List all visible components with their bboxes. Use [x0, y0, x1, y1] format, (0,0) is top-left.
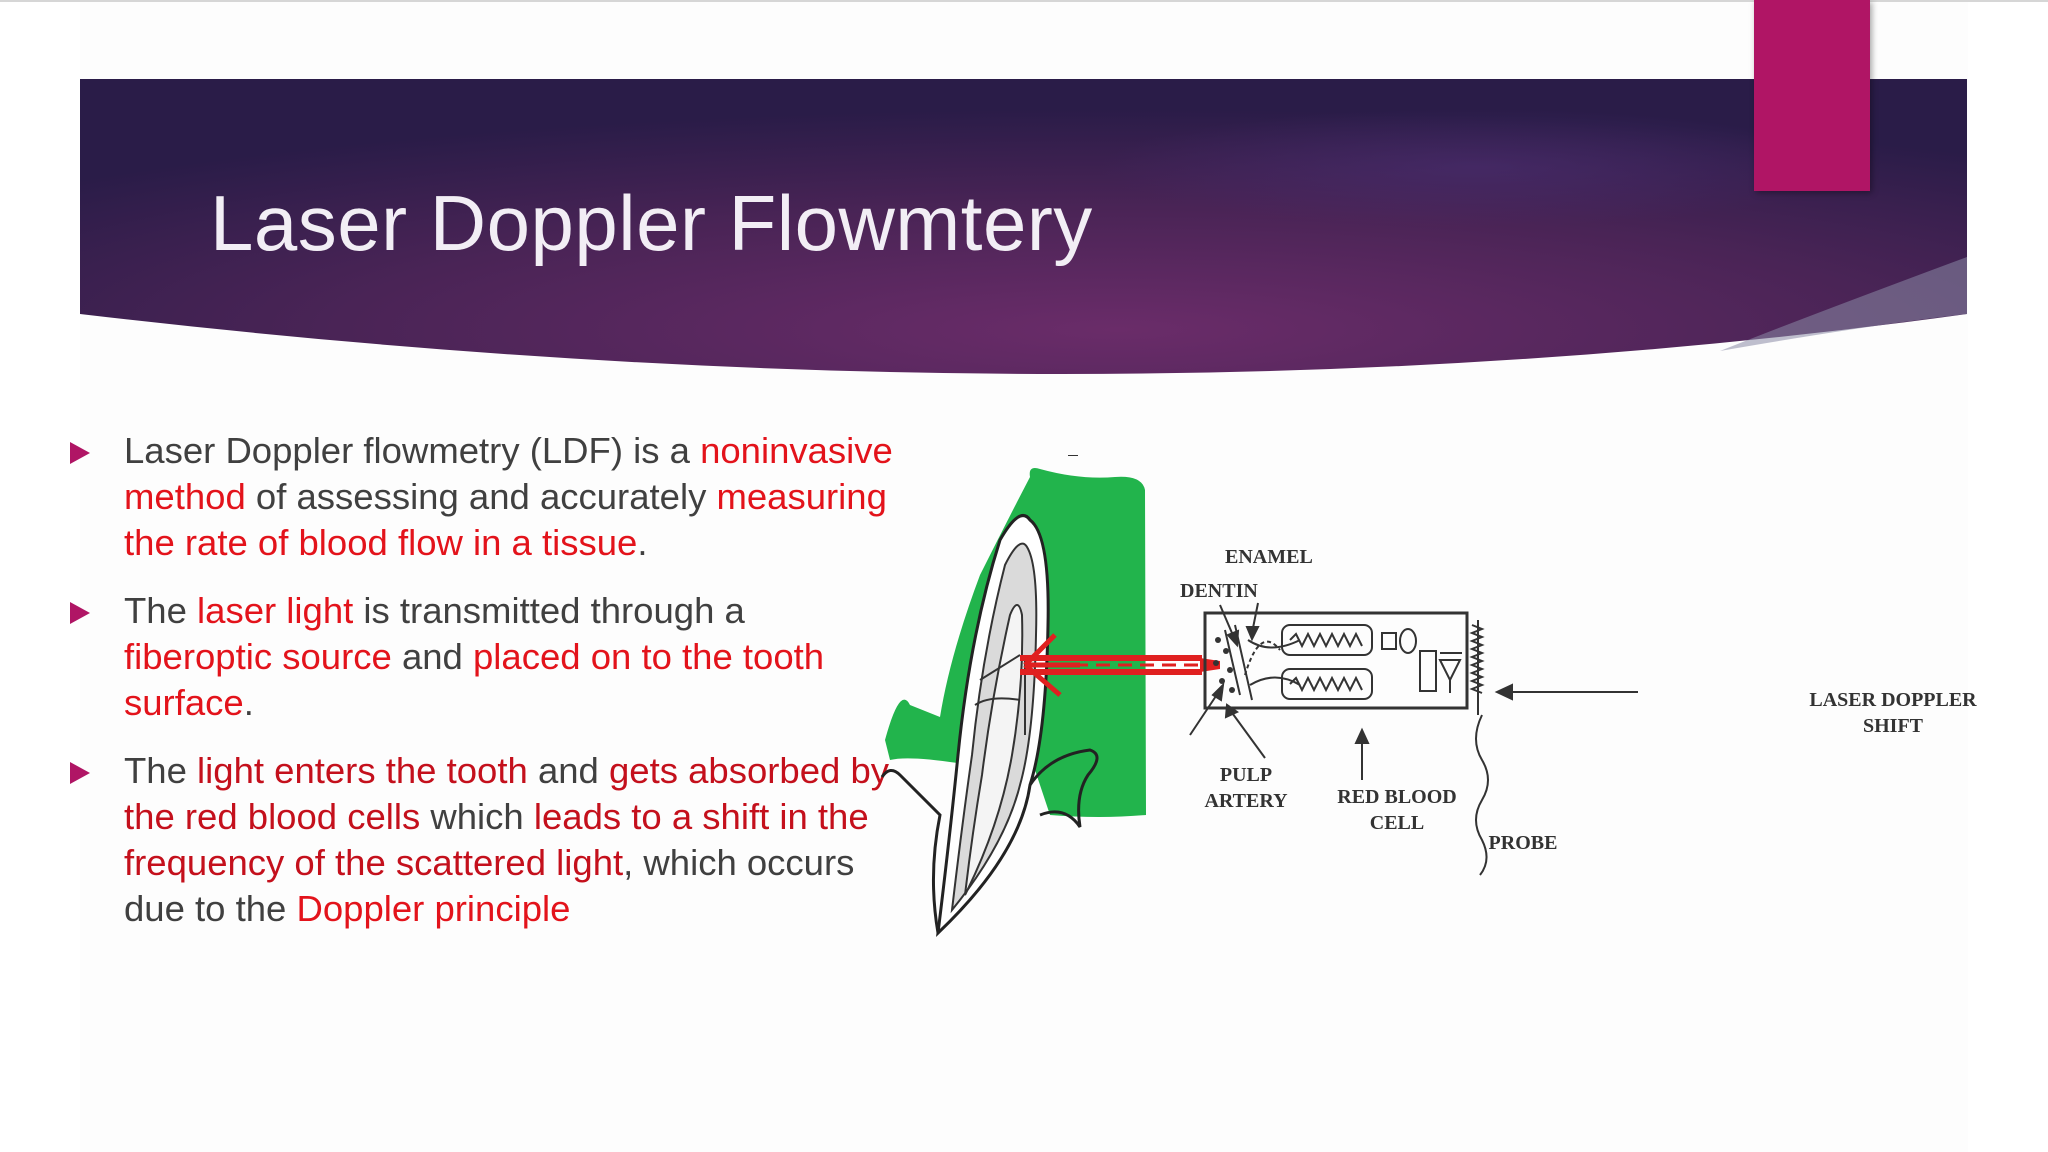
banner-swoosh — [1720, 257, 1967, 351]
root-outline — [880, 748, 1099, 934]
label-enamel: ENAMEL — [1225, 546, 1313, 568]
label-pulp: PULP — [1220, 764, 1272, 786]
bullet-highlight: placed on to the tooth surface — [124, 636, 825, 723]
bullet-highlight: noninvasive method — [124, 430, 893, 517]
bullet-text: . — [637, 522, 648, 563]
bullet-text: , which occurs due to the — [124, 842, 855, 929]
bullet-arrow-icon — [70, 762, 90, 784]
bullet-text: Laser Doppler flowmetry (LDF) is a — [124, 430, 701, 471]
top-border-line — [0, 0, 2048, 2]
ldf-diagram: ENAMEL DENTIN PULP ARTERY RED BLOOD CELL… — [880, 455, 1977, 937]
accent-tab — [1754, 0, 1870, 191]
label-red-blood: RED BLOOD — [1337, 786, 1456, 808]
bullet-highlight: laser light — [197, 590, 354, 631]
pointer-arrows — [1068, 455, 1638, 780]
label-laser-doppler: LASER DOPPLER — [1809, 689, 1977, 711]
probe-device — [1203, 611, 1469, 710]
bullet-text: The — [124, 750, 198, 791]
bullet-text: . — [243, 682, 254, 723]
bullet-highlight: leads to a shift in the frequency of the… — [124, 796, 869, 883]
bullet-text: of assessing and accurately — [245, 476, 717, 517]
label-probe: PROBE — [1489, 832, 1558, 854]
pulp-chamber — [964, 604, 1024, 896]
bullet-list: Laser Doppler flowmetry (LDF) is a nonin… — [64, 428, 894, 954]
bullet-highlight: Doppler principle — [296, 888, 571, 929]
bullet-highlight: gets absorbed by the red blood cells — [124, 750, 890, 837]
bullet-arrow-icon — [70, 602, 90, 624]
bullet-text: The — [124, 590, 198, 631]
label-artery: ARTERY — [1204, 790, 1288, 812]
bullet-text: and — [391, 636, 473, 677]
bullet-item: The laser light is transmitted through a… — [64, 588, 894, 726]
doppler-waveform — [1469, 620, 1489, 876]
bullet-item: Laser Doppler flowmetry (LDF) is a nonin… — [64, 428, 894, 566]
label-dentin: DENTIN — [1180, 580, 1258, 602]
tooth-interior-lines — [974, 654, 1026, 735]
bullet-text: and — [527, 750, 609, 791]
bullet-arrow-icon — [70, 442, 90, 464]
red-blood-cells — [1213, 637, 1235, 693]
bullet-highlight: light enters the tooth — [197, 750, 528, 791]
bullet-text: which — [420, 796, 534, 837]
slide-title: Laser Doppler Flowmtery — [210, 179, 1093, 267]
bullet-text: is transmitted through a — [353, 590, 745, 631]
title-banner — [80, 79, 1967, 374]
bullet-highlight: fiberoptic source — [124, 636, 392, 677]
bullet-item: The light enters the tooth and gets abso… — [64, 748, 894, 932]
label-cell: CELL — [1370, 812, 1424, 834]
label-shift: SHIFT — [1863, 715, 1924, 737]
bullet-highlight: measuring the rate of blood flow in a ti… — [124, 476, 887, 563]
